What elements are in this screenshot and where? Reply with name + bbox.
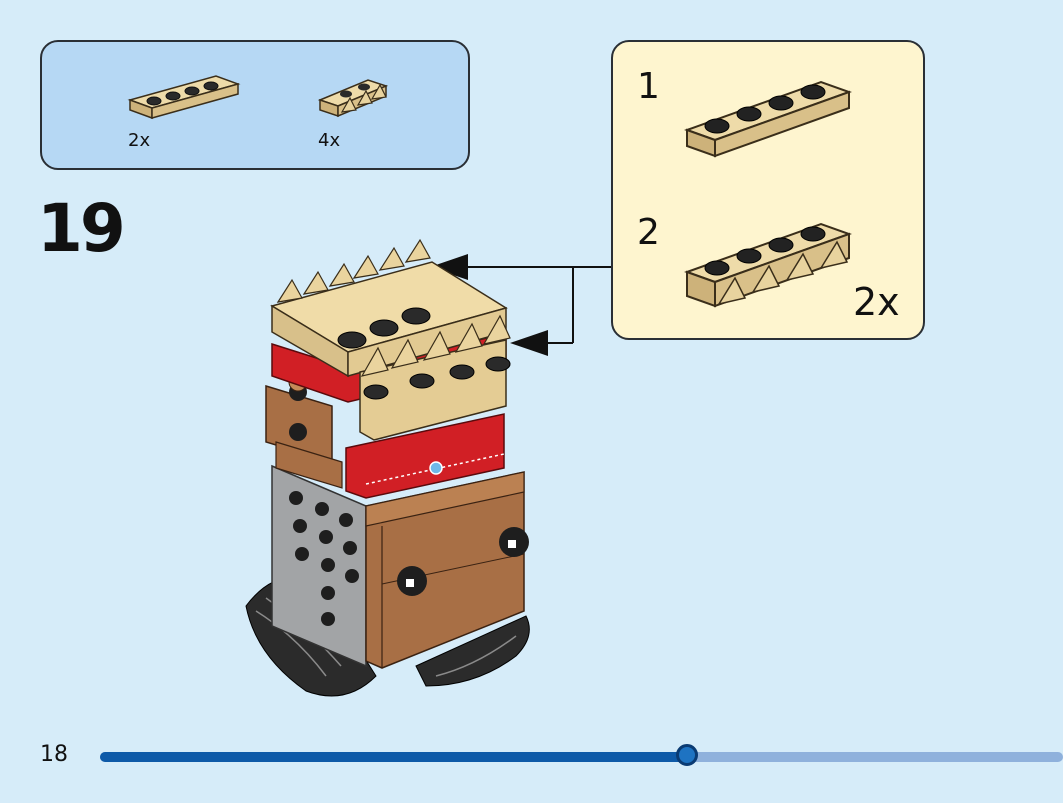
subassembly-box: 1 2 2x bbox=[611, 40, 925, 340]
progress-fill bbox=[100, 752, 688, 762]
progress-knob[interactable] bbox=[676, 744, 699, 766]
page-number: 18 bbox=[40, 742, 68, 767]
substep-2-tooth-plate-icon bbox=[684, 222, 852, 308]
parts-list-box: 2x 4x bbox=[40, 40, 470, 170]
step-number: 19 bbox=[37, 190, 126, 267]
substep-number: 1 bbox=[637, 66, 660, 107]
part-count: 4x bbox=[318, 130, 341, 151]
tan-plate-1x4-icon bbox=[127, 75, 241, 120]
brick-model-illustration bbox=[245, 238, 530, 697]
tan-tooth-plate-icon bbox=[317, 79, 389, 118]
substep-number: 2 bbox=[637, 212, 660, 253]
substep-1-plate-icon bbox=[684, 80, 852, 158]
subassembly-multiplier: 2x bbox=[853, 280, 900, 324]
arrow-head bbox=[510, 330, 548, 356]
progress-bar bbox=[100, 744, 1063, 766]
part-count: 2x bbox=[128, 130, 151, 151]
arrow-head bbox=[430, 254, 468, 280]
